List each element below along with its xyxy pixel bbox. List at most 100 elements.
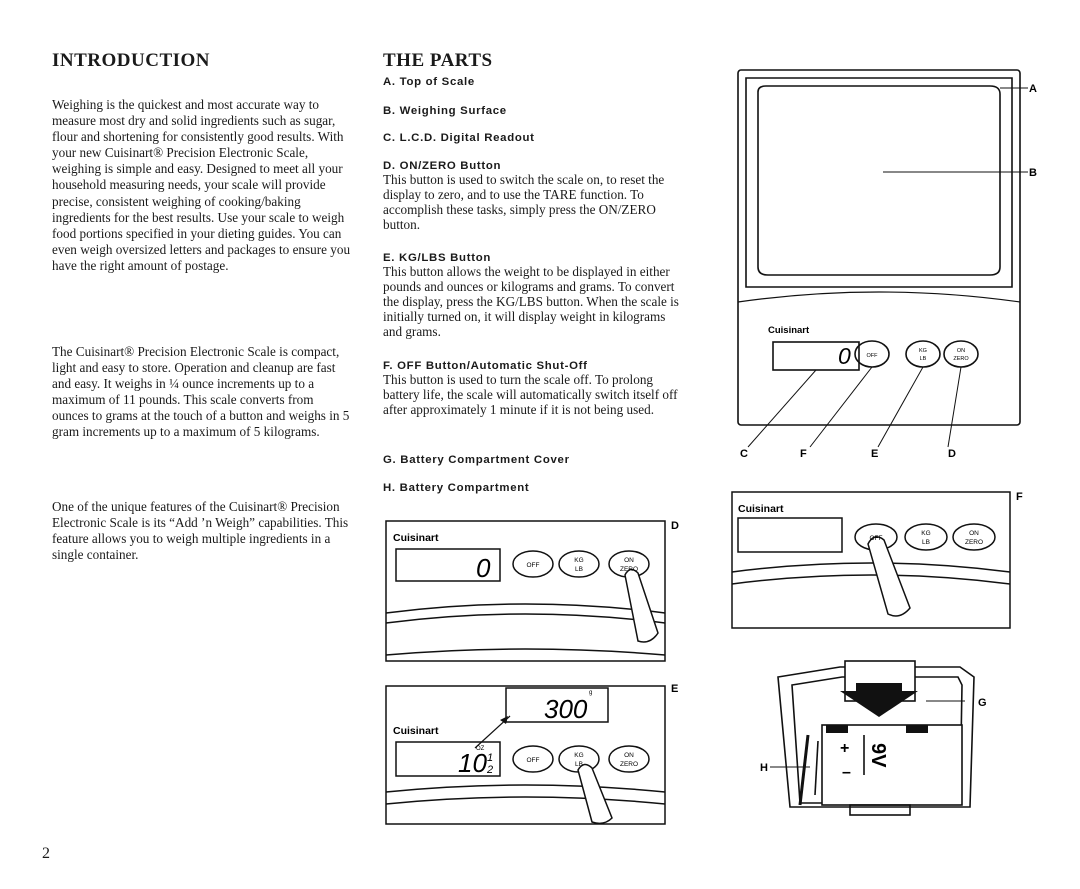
- finger-press-on: [624, 568, 659, 643]
- figure-e-top-digits: 300: [544, 694, 588, 724]
- figure-f-zero-label: ZERO: [965, 539, 983, 546]
- part-heading: H. Battery Compartment: [383, 482, 530, 494]
- figure-f-on-button: [952, 523, 996, 551]
- figure-d-frame: [385, 520, 666, 662]
- callout-d: D: [948, 448, 956, 460]
- kg-lb-button: [905, 340, 941, 368]
- lb-label: LB: [920, 356, 927, 362]
- part-b: B. Weighing Surface: [383, 105, 693, 117]
- figure-f: Cuisinart OFF KG LB ON ZERO F: [731, 491, 1023, 629]
- parts-title: THE PARTS: [383, 50, 493, 71]
- callout-h: H: [760, 762, 768, 774]
- part-heading: E. KG/LBS Button: [383, 252, 492, 264]
- battery-minus: –: [842, 764, 851, 781]
- figure-d-zero-label: ZERO: [620, 566, 638, 573]
- figure-e-off-button: [512, 745, 554, 773]
- scale-diagram: Cuisinart 0 OFF KG LB ON ZERO A B C F E …: [737, 69, 1037, 460]
- callout-b: B: [1029, 167, 1037, 179]
- on-zero-button: [943, 340, 979, 368]
- figure-e-bottom-unit: OZ: [476, 746, 485, 752]
- callout-g: G: [978, 697, 987, 709]
- figure-e-kg-label: KG: [574, 752, 583, 759]
- part-d: D. ON/ZERO Button This button is used to…: [383, 160, 693, 232]
- intro-paragraph-3: One of the unique features of the Cuisin…: [52, 499, 352, 563]
- part-f: F. OFF Button/Automatic Shut-Off This bu…: [383, 360, 693, 417]
- part-description: This button is used to switch the scale …: [383, 172, 665, 232]
- battery-compartment-cover: [777, 666, 975, 808]
- battery-label: 9V: [867, 743, 889, 768]
- intro-paragraph-1: Weighing is the quickest and most accura…: [52, 97, 352, 274]
- part-description: This button is used to turn the scale of…: [383, 372, 678, 417]
- figure-f-kg-button: [904, 523, 948, 551]
- part-heading: B. Weighing Surface: [383, 105, 507, 117]
- figure-d-kg-label: KG: [574, 557, 583, 564]
- brand-logo: Cuisinart: [768, 325, 810, 336]
- figure-e-bottom-digits: 10: [458, 748, 487, 778]
- callout-f: F: [800, 448, 807, 460]
- figure-d-brand: Cuisinart: [393, 532, 439, 544]
- figure-d-callout: D: [671, 520, 679, 532]
- part-h: H. Battery Compartment: [383, 482, 693, 494]
- figure-e-zero-label: ZERO: [620, 761, 638, 768]
- figure-f-lcd: [737, 517, 843, 553]
- figure-e-top-unit: g: [589, 690, 592, 696]
- figure-d-on-label: ON: [624, 557, 634, 564]
- on-label: ON: [957, 348, 965, 354]
- figure-f-frame: [731, 491, 1011, 629]
- part-e: E. KG/LBS Button This button allows the …: [383, 252, 693, 339]
- figure-e-lb-label: LB: [575, 761, 583, 768]
- intro-paragraph-2: The Cuisinart® Precision Electronic Scal…: [52, 344, 352, 441]
- part-a: A. Top of Scale: [383, 76, 693, 88]
- part-heading: F. OFF Button/Automatic Shut-Off: [383, 360, 588, 372]
- part-c: C. L.C.D. Digital Readout: [383, 132, 693, 144]
- callout-c: C: [740, 448, 748, 460]
- figure-d-lcd: [395, 548, 501, 582]
- battery-plus: +: [840, 740, 849, 757]
- figure-e-fraction-denominator: 2: [486, 764, 493, 776]
- down-arrow-icon: [840, 683, 918, 717]
- figure-d-off-label: OFF: [527, 562, 540, 569]
- part-description: This button allows the weight to be disp…: [383, 264, 679, 339]
- figure-d-kg-button: [558, 550, 600, 578]
- figure-d: Cuisinart 0 OFF KG LB ON ZERO D: [385, 520, 679, 662]
- figure-f-callout: F: [1016, 491, 1023, 503]
- callout-a: A: [1029, 83, 1037, 95]
- part-g: G. Battery Compartment Cover: [383, 454, 693, 466]
- figure-f-brand: Cuisinart: [738, 503, 784, 515]
- kg-label: KG: [919, 348, 927, 354]
- scale-body: [737, 69, 1021, 426]
- figure-d-lcd-digit: 0: [476, 553, 491, 583]
- zero-label: ZERO: [953, 356, 969, 362]
- figure-e-callout: E: [671, 683, 678, 695]
- off-label: OFF: [867, 353, 879, 359]
- part-heading: G. Battery Compartment Cover: [383, 454, 570, 466]
- figure-e: Cuisinart g 300 OZ 10 1 2 OFF KG LB ON Z…: [385, 683, 678, 825]
- finger-press-off: [867, 536, 911, 617]
- lcd-digit: 0: [838, 343, 851, 369]
- figure-f-kg-label: KG: [921, 530, 930, 537]
- figure-e-off-label: OFF: [527, 757, 540, 764]
- page-number: 2: [42, 845, 50, 862]
- scale-top-outline: [745, 77, 1013, 288]
- part-heading: D. ON/ZERO Button: [383, 160, 502, 172]
- intro-paragraph-text: The Cuisinart® Precision Electronic Scal…: [52, 344, 350, 440]
- figure-e-lcd-top: [505, 687, 609, 723]
- figure-f-off-label: OFF: [870, 535, 883, 542]
- figure-e-on-label: ON: [624, 752, 634, 759]
- figure-e-on-button: [608, 745, 650, 773]
- figure-d-off-button: [512, 550, 554, 578]
- part-heading: C. L.C.D. Digital Readout: [383, 132, 535, 144]
- figure-e-frame: [385, 685, 666, 825]
- figure-battery: + – 9V G H: [760, 660, 987, 816]
- part-heading: A. Top of Scale: [383, 76, 475, 88]
- figure-f-lb-label: LB: [922, 539, 930, 546]
- figure-d-lb-label: LB: [575, 566, 583, 573]
- intro-paragraph-text: One of the unique features of the Cuisin…: [52, 499, 349, 563]
- figure-f-on-label: ON: [969, 530, 979, 537]
- introduction-title: INTRODUCTION: [52, 50, 211, 71]
- figure-e-brand: Cuisinart: [393, 725, 439, 737]
- figure-e-lcd-bottom: [395, 741, 501, 777]
- finger-press-kg: [577, 763, 613, 825]
- weighing-surface: [757, 85, 1001, 276]
- callout-e: E: [871, 448, 878, 460]
